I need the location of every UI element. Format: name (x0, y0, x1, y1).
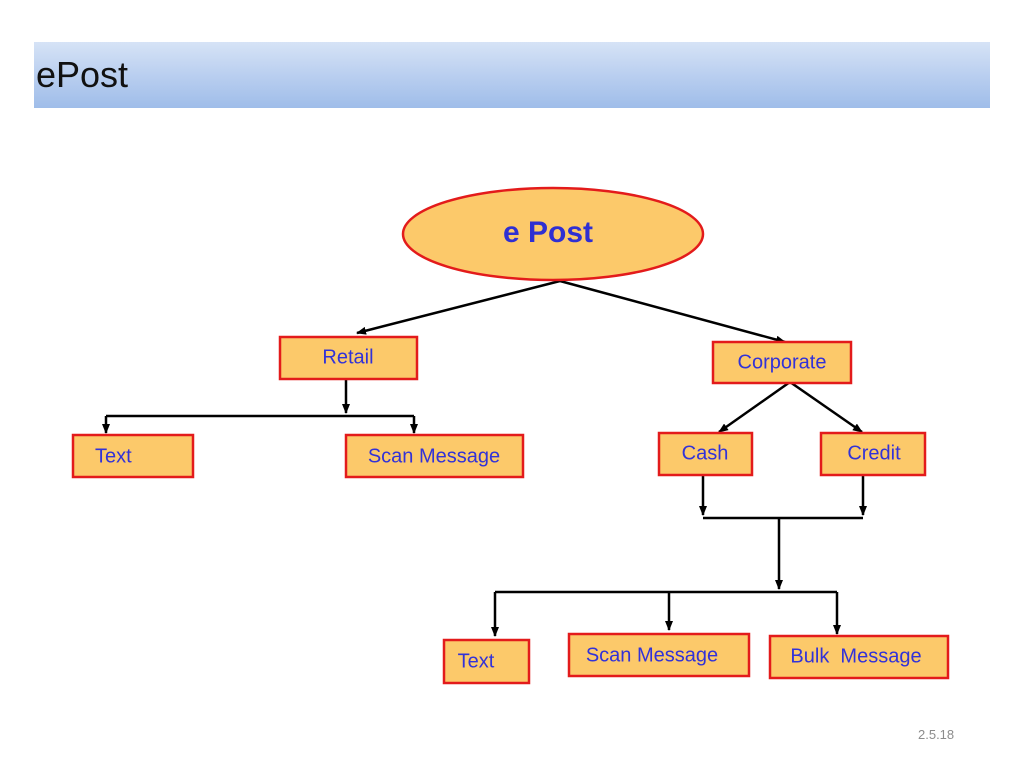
corporate-node-label: Corporate (738, 351, 827, 373)
slide-number: 2.5.18 (918, 727, 955, 742)
output-bulk-message-node: Bulk Message (768, 634, 950, 680)
root-node: e Post (401, 186, 705, 282)
connector-root-corporate (559, 279, 786, 344)
connector-corporate-credit (789, 380, 863, 434)
output-scan-message-node: Scan Message (567, 632, 751, 678)
retail-scan-message-node-label: Scan Message (368, 445, 500, 467)
retail-text-node: Text (71, 433, 195, 479)
cash-node: Cash (657, 431, 754, 477)
connectors (102, 279, 867, 637)
credit-node: Credit (819, 431, 927, 477)
output-text-node: Text (442, 638, 531, 685)
title-bar: ePost (34, 42, 990, 108)
retail-scan-message-node: Scan Message (344, 433, 525, 479)
output-text-node-label: Text (458, 650, 495, 672)
connector-corporate-cash (718, 380, 791, 434)
slide-title: ePost (36, 54, 129, 95)
corporate-node: Corporate (711, 340, 853, 385)
root-node-label: e Post (503, 216, 593, 249)
credit-node-label: Credit (847, 442, 901, 464)
retail-text-node-label: Text (95, 445, 132, 467)
output-bulk-message-node-label: Bulk Message (790, 645, 921, 667)
retail-node: Retail (278, 335, 419, 381)
retail-node-label: Retail (322, 346, 373, 368)
cash-node-label: Cash (682, 442, 729, 464)
output-scan-message-node-label: Scan Message (586, 644, 718, 666)
connector-root-retail (356, 279, 561, 335)
